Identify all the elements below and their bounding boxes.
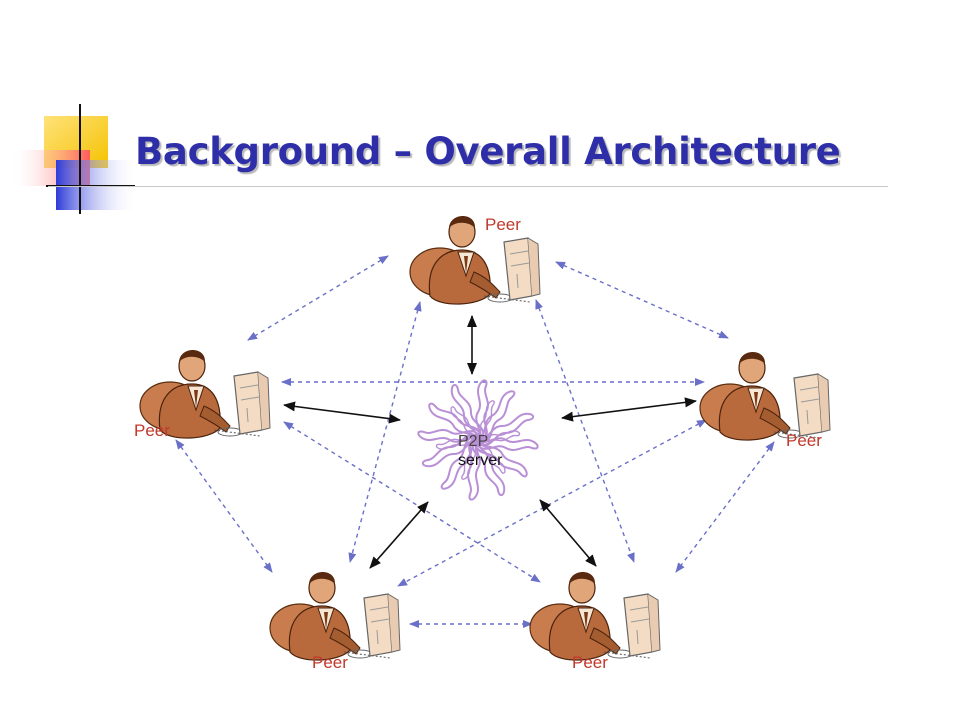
peer-bottom-left: [269, 571, 401, 661]
dashed-arrow-left-bottomleft: [175, 439, 273, 573]
peer-right-label: Peer: [786, 431, 822, 450]
peer-left-label: Peer: [134, 421, 170, 440]
peer-top-label: Peer: [485, 215, 521, 234]
solid-arrow-left: [283, 401, 401, 424]
solid-arrow-right: [561, 397, 697, 422]
dashed-arrow-right-bottomleft: [397, 419, 707, 587]
server-label-line1: P2P: [458, 433, 488, 450]
slide-title: Background – Overall Architecture: [135, 130, 841, 173]
dashed-arrow-top-bottomright: [535, 299, 635, 563]
server-label-line2: server: [458, 452, 503, 469]
peer-bottom-right-label: Peer: [572, 653, 608, 672]
solid-arrow-bottomright: [539, 499, 597, 567]
solid-arrow-group: [283, 315, 697, 569]
dashed-arrow-group: [175, 255, 775, 628]
peer-bottom-left-label: Peer: [312, 653, 348, 672]
dashed-arrow-right-bottomright: [675, 441, 775, 573]
dashed-arrow-top-left: [247, 255, 389, 341]
dashed-arrow-top-right: [555, 261, 729, 339]
peer-bottom-right: [529, 571, 661, 661]
title-underline: [48, 186, 888, 187]
solid-arrow-bottomleft: [369, 501, 429, 569]
peer-right: [699, 351, 831, 441]
